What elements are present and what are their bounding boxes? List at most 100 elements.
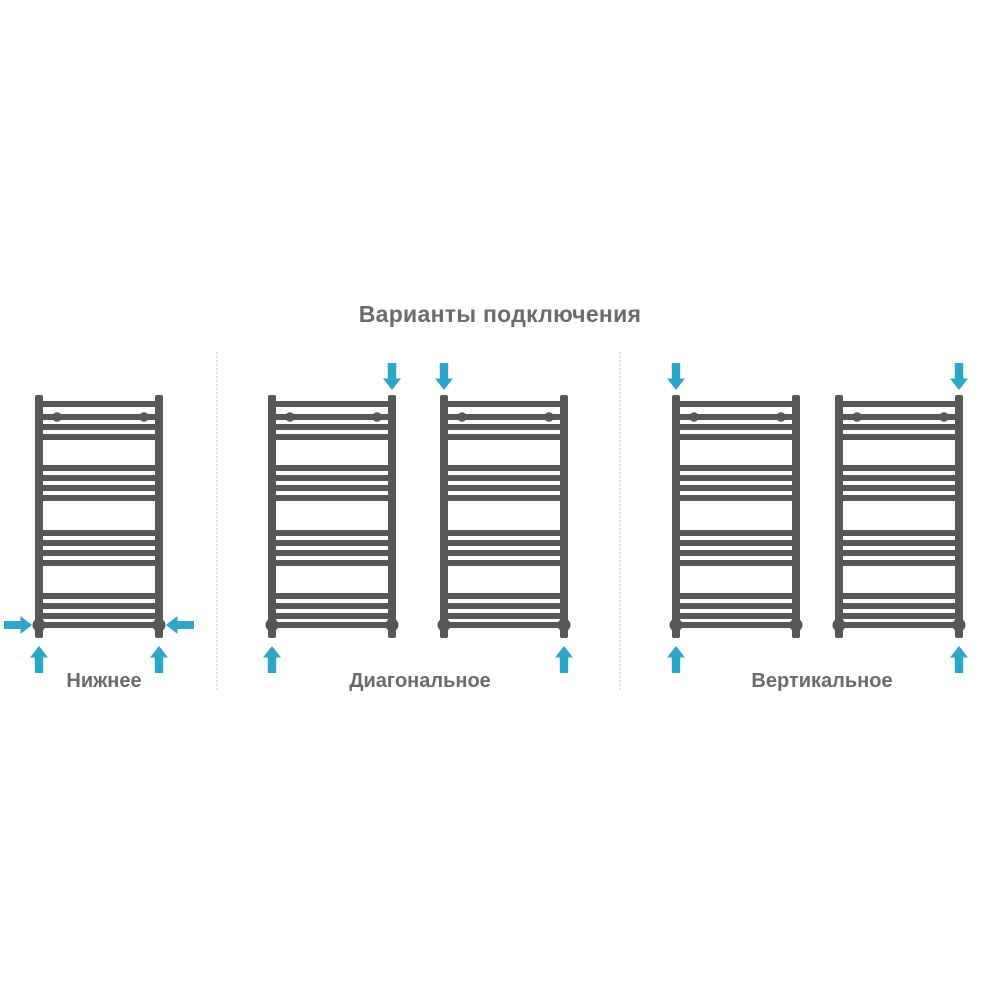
valve-fitting-left	[265, 618, 279, 632]
valve-fitting-left	[669, 618, 683, 632]
radiator-rung	[672, 475, 800, 481]
radiator-rung	[440, 530, 568, 536]
radiator-vertical-connection-b	[832, 363, 968, 673]
radiator-rung	[35, 613, 163, 619]
flow-arrow-bottom-left-up-icon	[30, 646, 48, 673]
radiator-rung	[672, 530, 800, 536]
radiator-rung	[672, 603, 800, 609]
wall-bracket-dot	[457, 412, 467, 422]
radiator-rung	[268, 424, 396, 430]
radiator-rung	[268, 485, 396, 491]
section-separator	[216, 352, 218, 690]
radiator-rung	[35, 550, 163, 556]
radiator-rung	[835, 603, 963, 609]
radiator-rung	[672, 414, 800, 420]
radiator-post-left	[672, 395, 680, 638]
radiator-post-left	[440, 395, 448, 638]
wall-bracket-dot	[852, 412, 862, 422]
radiator-diagonal-connection-a	[263, 363, 401, 673]
flow-arrow-side-left-in-icon	[4, 616, 32, 634]
wall-bracket-dot	[52, 412, 62, 422]
wall-bracket-dot	[139, 412, 149, 422]
radiator-bottom-connection	[4, 395, 194, 673]
radiator-rung	[268, 550, 396, 556]
radiator-rung	[440, 465, 568, 471]
radiator-rung	[672, 485, 800, 491]
radiator-post-left	[268, 395, 276, 638]
section-label-diagonal: Диагональное	[349, 670, 491, 692]
radiator-rung	[268, 414, 396, 420]
radiator-rung	[672, 434, 800, 440]
radiator-rung	[440, 401, 568, 407]
diagram-title: Варианты подключения	[358, 301, 642, 327]
radiator-rung	[35, 495, 163, 501]
radiator-rung	[268, 593, 396, 599]
wall-bracket-dot	[939, 412, 949, 422]
flow-arrow-side-right-in-icon	[166, 616, 194, 634]
radiator-rung	[440, 550, 568, 556]
wall-bracket-dot	[689, 412, 699, 422]
radiator-post-left	[835, 395, 843, 638]
radiator-rung	[835, 613, 963, 619]
flow-arrow-top-right-down-icon	[950, 363, 968, 390]
radiator-rung	[672, 550, 800, 556]
section-label-vertical: Вертикальное	[751, 670, 893, 692]
radiator-rung	[268, 434, 396, 440]
radiator-rung	[35, 593, 163, 599]
valve-fitting-right	[952, 618, 966, 632]
radiator-rung	[672, 593, 800, 599]
radiator-collector-bar	[440, 622, 568, 628]
flow-arrow-bottom-left-up-icon	[667, 646, 685, 673]
radiator-rung	[35, 434, 163, 440]
radiator-rung	[268, 613, 396, 619]
radiator-rung	[835, 434, 963, 440]
radiator-rung	[35, 465, 163, 471]
radiator-rung	[35, 540, 163, 546]
radiator-rung	[440, 434, 568, 440]
flow-arrow-bottom-right-up-icon	[555, 646, 573, 673]
radiator-rung	[440, 485, 568, 491]
radiator-rung	[268, 603, 396, 609]
valve-fitting-right	[152, 618, 166, 632]
wall-bracket-dot	[285, 412, 295, 422]
radiator-rung	[440, 603, 568, 609]
radiator-rung	[835, 550, 963, 556]
radiator-rung	[35, 414, 163, 420]
radiator-post-right	[955, 395, 963, 638]
radiator-rung	[835, 560, 963, 566]
flow-arrow-top-right-down-icon	[383, 363, 401, 390]
radiator-rung	[835, 401, 963, 407]
radiator-rung	[35, 485, 163, 491]
flow-arrow-bottom-right-up-icon	[950, 646, 968, 673]
radiator-post-right	[388, 395, 396, 638]
radiator-collector-bar	[672, 622, 800, 628]
radiator-collector-bar	[35, 622, 163, 628]
radiator-rung	[35, 401, 163, 407]
radiator-rung	[440, 560, 568, 566]
radiator-rung	[835, 475, 963, 481]
radiator-rung	[672, 613, 800, 619]
valve-fitting-left	[32, 618, 46, 632]
radiator-rung	[672, 540, 800, 546]
section-label-bottom: Нижнее	[66, 670, 142, 692]
radiator-rung	[672, 401, 800, 407]
flow-arrow-top-left-down-icon	[667, 363, 685, 390]
radiator-rung	[440, 613, 568, 619]
valve-fitting-right	[385, 618, 399, 632]
wall-bracket-dot	[372, 412, 382, 422]
radiator-rung	[35, 603, 163, 609]
radiator-diagonal-connection-b	[435, 363, 573, 673]
radiator-rung	[672, 495, 800, 501]
section-separator	[619, 352, 621, 690]
radiator-rung	[440, 495, 568, 501]
radiator-post-right	[155, 395, 163, 638]
radiator-rung	[835, 593, 963, 599]
radiator-rung	[835, 414, 963, 420]
radiator-rung	[35, 475, 163, 481]
radiator-rung	[835, 485, 963, 491]
flow-arrow-bottom-left-up-icon	[263, 646, 281, 673]
valve-fitting-right	[557, 618, 571, 632]
radiator-rung	[268, 465, 396, 471]
radiator-rung	[440, 424, 568, 430]
radiator-rung	[268, 495, 396, 501]
